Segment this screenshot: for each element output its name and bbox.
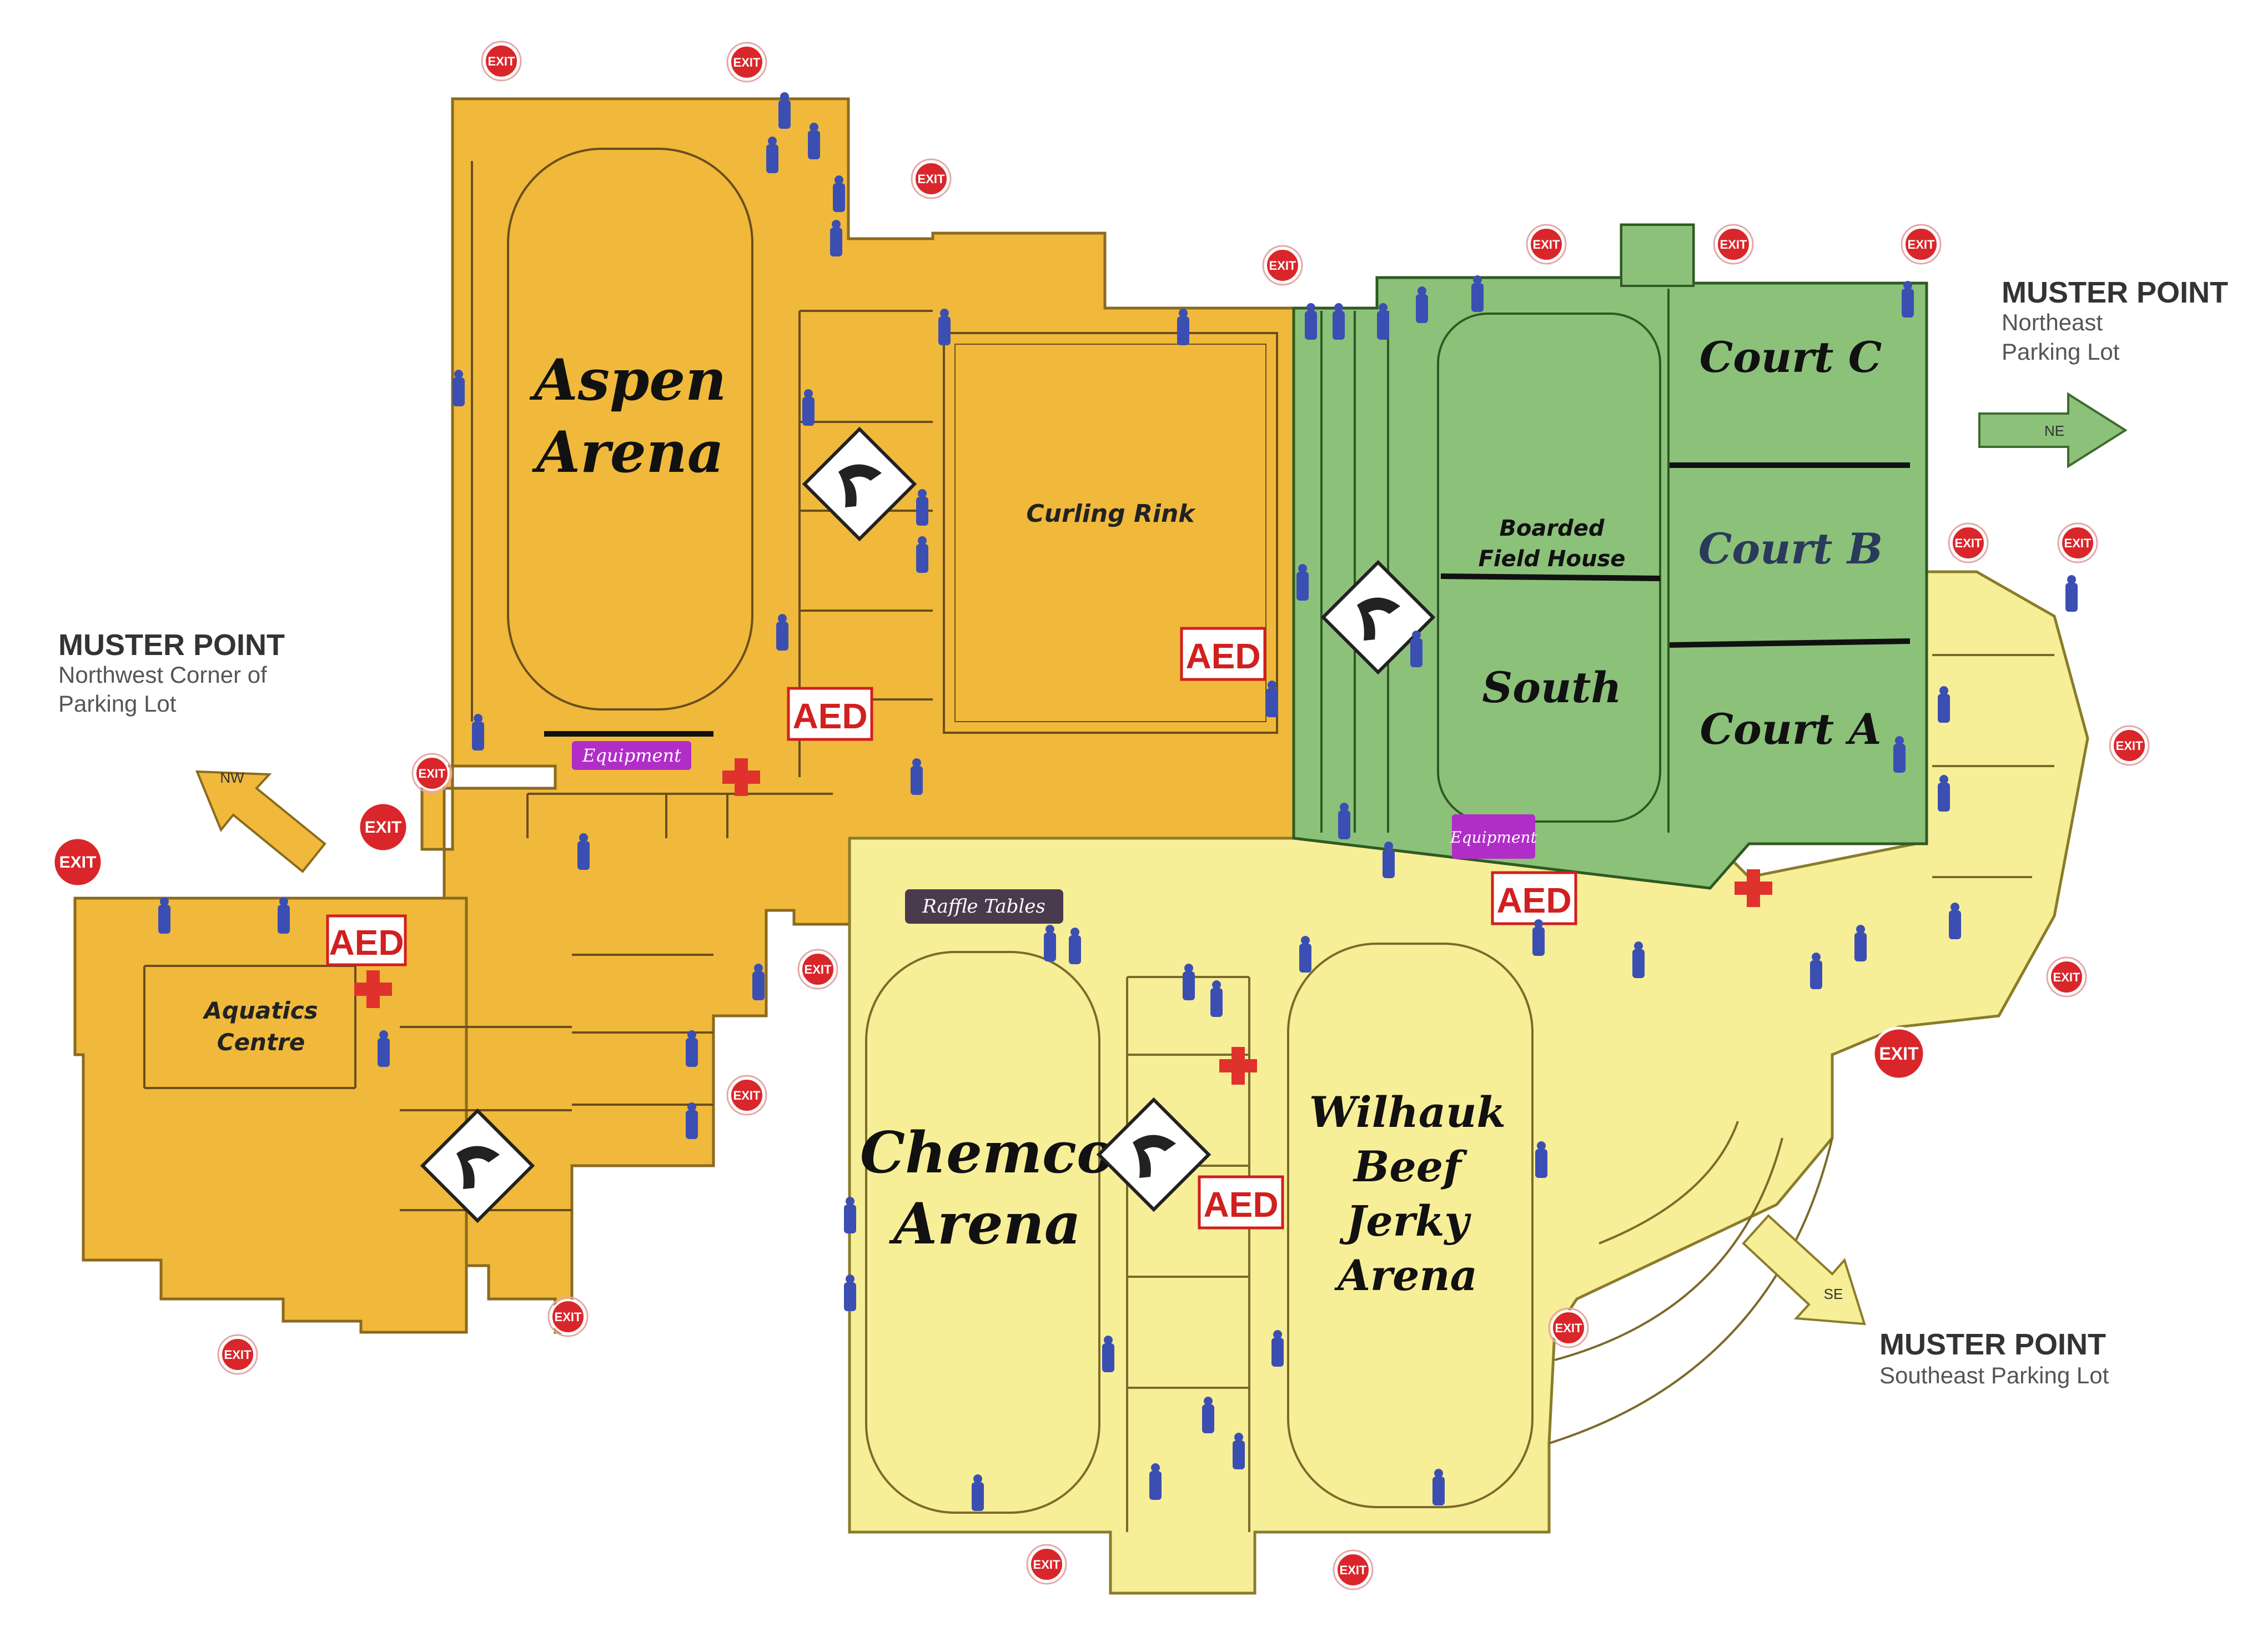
svg-text:EXIT: EXIT	[2064, 536, 2092, 550]
curling-rink-label: Curling Rink	[1026, 500, 1196, 528]
svg-text:EXIT: EXIT	[365, 818, 402, 837]
svg-text:EXIT: EXIT	[1879, 1044, 1919, 1064]
svg-text:NW: NW	[220, 769, 244, 786]
field-house-outline	[1437, 313, 1661, 823]
svg-text:Parking Lot: Parking Lot	[2002, 339, 2120, 365]
wilhauk-label-2: Beef	[1353, 1142, 1467, 1191]
svg-text:EXIT: EXIT	[1269, 259, 1296, 273]
raffle-tables-tag: Raffle Tables	[905, 889, 1063, 924]
equipment-tag-aspen: Equipment	[572, 741, 691, 770]
aquatics-label-2: Centre	[217, 1029, 305, 1056]
chemco-arena-label-1: Chemco	[860, 1120, 1114, 1186]
svg-text:AED: AED	[1496, 880, 1571, 920]
svg-text:MUSTER POINT: MUSTER POINT	[1879, 1328, 2106, 1361]
muster-point-northeast: MUSTER POINT Northeast Parking Lot	[2002, 276, 2228, 365]
interior-walls-green	[1320, 289, 1670, 833]
svg-text:EXIT: EXIT	[1955, 536, 1982, 550]
svg-text:EXIT: EXIT	[733, 1089, 761, 1102]
direction-arrow-icon: NW	[195, 769, 326, 873]
equipment-tag-fieldhouse: Equipment	[1450, 814, 1537, 859]
aquatics-label-1: Aquatics	[202, 997, 318, 1024]
svg-text:EXIT: EXIT	[918, 172, 945, 186]
exit-icons: EXIT EXIT EXIT EXIT EXIT EXIT EXIT EXIT …	[52, 41, 2150, 1590]
svg-text:EXIT: EXIT	[555, 1310, 582, 1324]
svg-text:EXIT: EXIT	[1555, 1321, 1582, 1335]
field-house-label-1: Boarded	[1499, 516, 1604, 541]
chemco-rink-outline	[865, 951, 1100, 1514]
aed-icon: AED	[326, 914, 407, 966]
svg-text:EXIT: EXIT	[419, 767, 446, 780]
court-b-label: Court B	[1698, 524, 1883, 573]
svg-text:Raffle Tables: Raffle Tables	[922, 895, 1045, 918]
svg-text:AED: AED	[1185, 636, 1260, 676]
svg-text:EXIT: EXIT	[224, 1348, 252, 1362]
interior-walls	[143, 161, 933, 1211]
aed-icon: AED	[1198, 1175, 1284, 1230]
svg-text:NE: NE	[2044, 422, 2064, 439]
muster-point-southeast: MUSTER POINT Southeast Parking Lot	[1879, 1328, 2109, 1388]
svg-text:EXIT: EXIT	[59, 853, 97, 872]
aspen-arena-label-1: Aspen	[530, 347, 727, 414]
aspen-rink-outline	[507, 148, 753, 711]
court-c-label: Court C	[1700, 333, 1882, 382]
wilhauk-label-4: Arena	[1334, 1251, 1477, 1300]
chemco-arena-label-2: Arena	[889, 1191, 1081, 1257]
muster-point-northwest: MUSTER POINT Northwest Corner of Parking…	[58, 628, 285, 717]
svg-text:EXIT: EXIT	[1908, 238, 1935, 251]
svg-text:EXIT: EXIT	[733, 56, 761, 69]
svg-text:Southeast Parking Lot: Southeast Parking Lot	[1879, 1362, 2109, 1388]
svg-text:Northeast: Northeast	[2002, 309, 2103, 335]
field-house-label-2: Field House	[1479, 546, 1626, 572]
svg-text:EXIT: EXIT	[1533, 238, 1560, 251]
curling-rink-outline	[943, 332, 1278, 734]
svg-text:AED: AED	[329, 923, 404, 963]
svg-text:Equipment: Equipment	[1450, 828, 1537, 847]
svg-text:AED: AED	[1203, 1185, 1278, 1225]
direction-arrow-icon: NE	[1978, 392, 2128, 469]
aspen-arena-label-2: Arena	[532, 419, 724, 486]
svg-text:SE: SE	[1824, 1286, 1843, 1302]
aquatics-zone	[73, 896, 468, 1334]
aed-icon: AED	[1180, 627, 1266, 681]
svg-text:AED: AED	[792, 696, 867, 736]
wilhauk-label-3: Jerky	[1339, 1196, 1471, 1246]
interior-walls-yellow	[1126, 654, 2054, 1532]
wilhauk-label-1: Wilhauk	[1309, 1087, 1506, 1137]
aed-icon: AED	[1491, 871, 1577, 925]
direction-arrow-icon: SE	[1742, 1214, 1866, 1326]
wilhauk-rink-outline	[1287, 943, 1534, 1508]
svg-text:EXIT: EXIT	[1340, 1563, 1367, 1577]
court-a-label: Court A	[1700, 704, 1881, 754]
svg-text:EXIT: EXIT	[2053, 970, 2080, 984]
svg-text:MUSTER POINT: MUSTER POINT	[2002, 276, 2228, 309]
svg-text:EXIT: EXIT	[488, 54, 515, 68]
svg-text:Parking Lot: Parking Lot	[58, 691, 177, 717]
svg-text:Northwest Corner of: Northwest Corner of	[58, 662, 267, 688]
south-label: South	[1482, 663, 1621, 712]
svg-text:MUSTER POINT: MUSTER POINT	[58, 628, 285, 662]
svg-text:EXIT: EXIT	[1033, 1558, 1060, 1572]
svg-text:EXIT: EXIT	[805, 963, 832, 976]
svg-text:Equipment: Equipment	[582, 745, 681, 766]
svg-text:EXIT: EXIT	[1720, 238, 1747, 251]
aed-icon: AED	[787, 687, 873, 741]
svg-text:EXIT: EXIT	[2116, 739, 2143, 753]
